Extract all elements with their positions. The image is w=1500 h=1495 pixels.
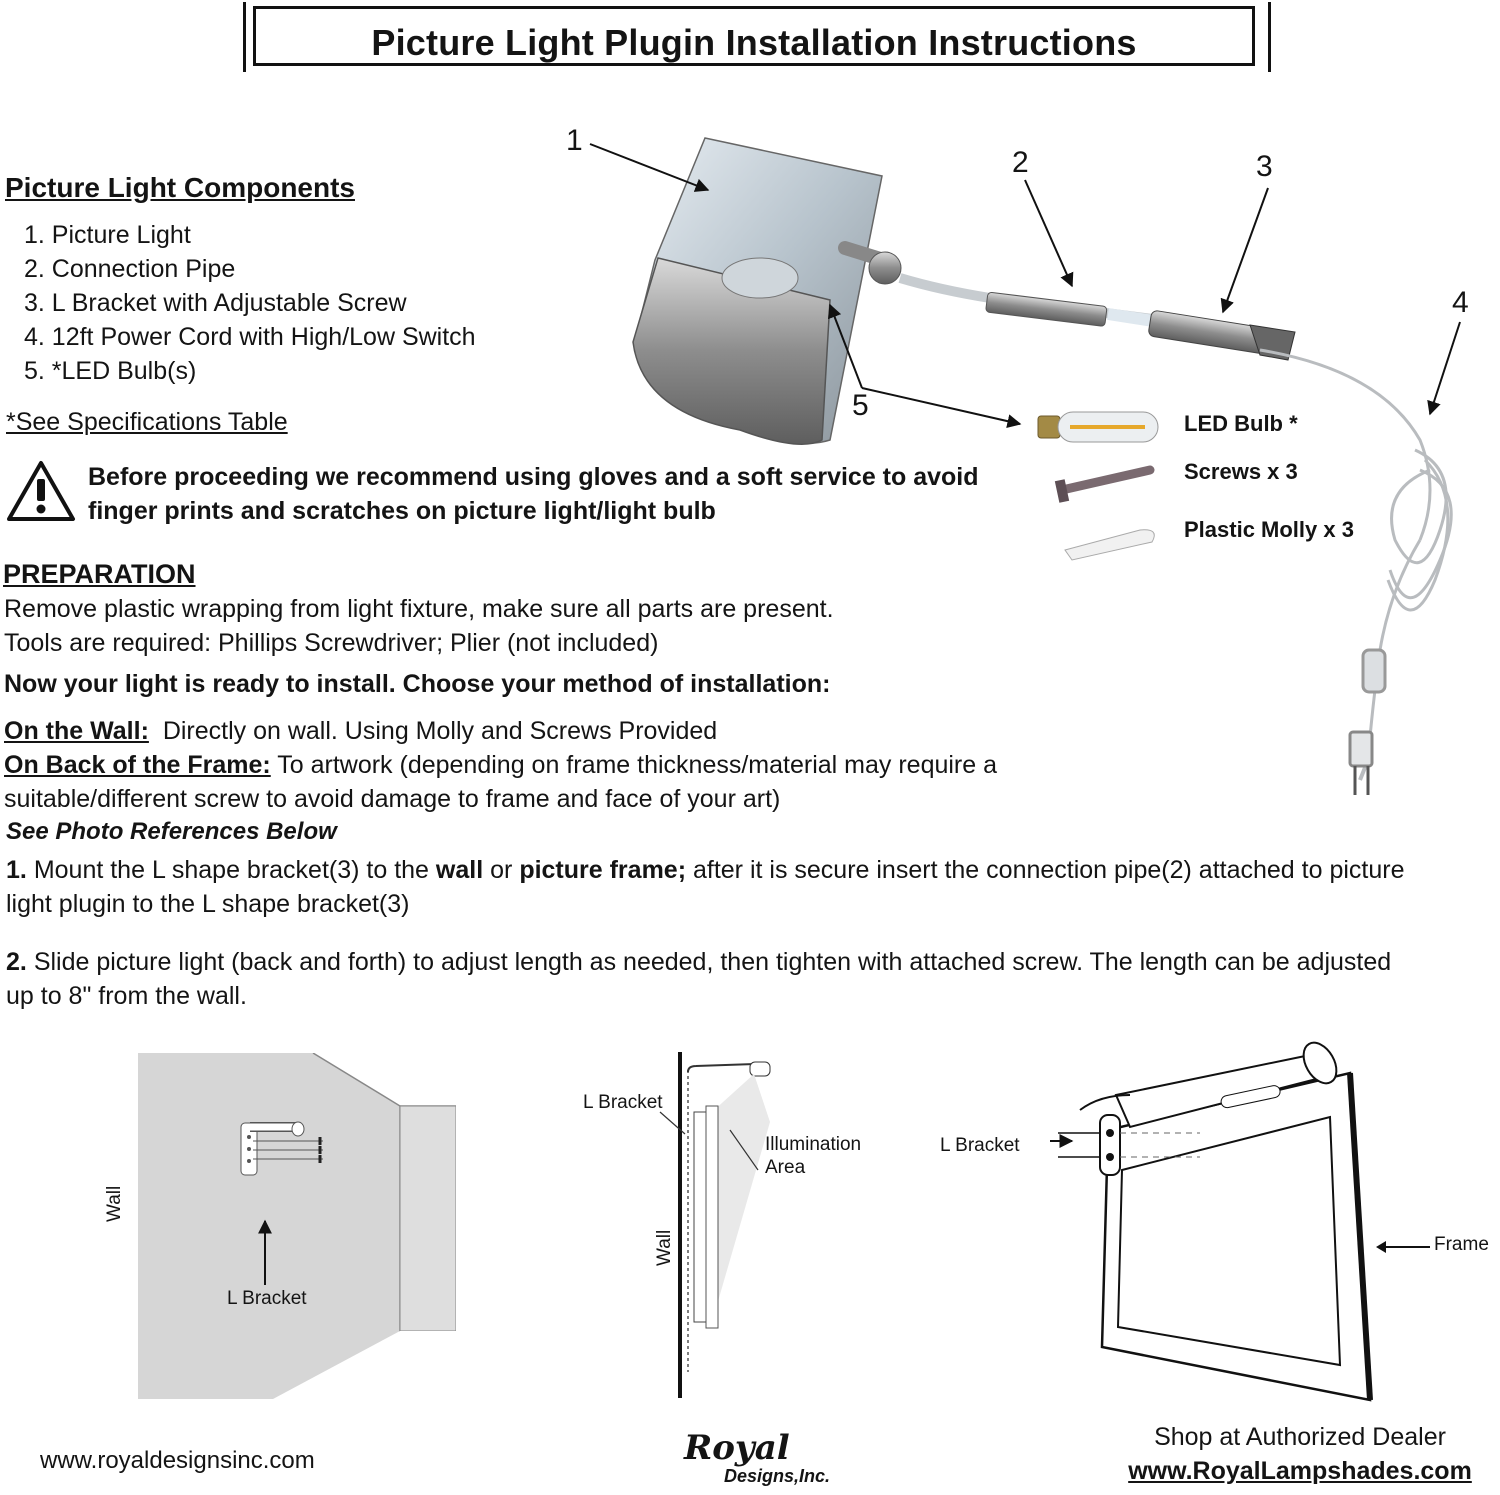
fig1-bracket-label: L Bracket	[227, 1288, 307, 1309]
callout-arrow-5b	[861, 387, 1022, 429]
l-bracket-icon	[240, 1121, 323, 1176]
figure-side-view	[659, 1052, 771, 1398]
dealer-text: Shop at Authorized Dealer	[1154, 1423, 1446, 1451]
fig2-area-label: Area	[765, 1157, 806, 1178]
component-item: 4. 12ft Power Cord with High/Low Switch	[24, 323, 476, 351]
step-1: 1. Mount the L shape bracket(3) to the w…	[6, 853, 1406, 921]
part-label: LED Bulb *	[1184, 411, 1298, 436]
step-text: after it is secure insert the connection…	[6, 856, 1405, 918]
step-emphasis: picture frame;	[519, 856, 687, 884]
method-frame-label: On Back of the Frame:	[4, 751, 271, 779]
figure-wall-mount	[138, 1053, 456, 1399]
preparation-line: Tools are required: Phillips Screwdriver…	[4, 629, 659, 657]
page-title: Picture Light Plugin Installation Instru…	[371, 22, 1137, 63]
fig3-frame-label: Frame	[1434, 1234, 1489, 1255]
callout-arrow-1	[589, 143, 710, 192]
callout-number: 3	[1256, 150, 1273, 183]
see-spec-link: *See Specifications Table	[6, 408, 288, 436]
fig1-wall-label: Wall	[104, 1185, 125, 1222]
warning-text: Before proceeding we recommend using glo…	[88, 463, 979, 525]
step-number: 1.	[6, 856, 27, 884]
fig3-bracket-label: L Bracket	[940, 1135, 1020, 1156]
logo-sub: Designs,Inc.	[724, 1466, 831, 1486]
callout-arrow-2	[1024, 179, 1074, 288]
title-frame: Picture Light Plugin Installation Instru…	[243, 2, 1271, 72]
component-item: 3. L Bracket with Adjustable Screw	[24, 289, 407, 317]
title-box: Picture Light Plugin Installation Instru…	[253, 6, 1255, 66]
fig2-illumination-label: Illumination	[765, 1134, 862, 1155]
led-bulb-icon	[1037, 411, 1159, 443]
see-photo-note: See Photo References Below	[6, 818, 337, 845]
warning-triangle-icon	[7, 461, 75, 521]
components-heading: Picture Light Components	[5, 172, 355, 203]
step-2: 2. Slide picture light (back and forth) …	[6, 945, 1406, 1013]
components-list: 1. Picture Light 2. Connection Pipe 3. L…	[24, 218, 476, 388]
method-frame: On Back of the Frame: To artwork (depend…	[4, 748, 1024, 816]
dealer-block: Shop at Authorized Dealer www.RoyalLamps…	[1100, 1420, 1500, 1488]
step-text: Mount the L shape bracket(3) to the	[33, 856, 429, 884]
product-diagram	[589, 137, 1461, 795]
logo-main: Royal	[684, 1428, 790, 1468]
power-cord	[1259, 348, 1453, 795]
plastic-molly-icon	[1064, 529, 1155, 561]
callout-arrow-4	[1427, 321, 1461, 416]
picture-light-shade	[632, 137, 883, 445]
callout-arrow-5a	[828, 303, 863, 389]
fig2-wall-label: Wall	[654, 1229, 675, 1266]
installation-methods: On the Wall: Directly on wall. Using Mol…	[4, 714, 1024, 816]
title-right-bar	[1268, 2, 1271, 72]
dealer-url[interactable]: www.RoyalLampshades.com	[1128, 1457, 1472, 1485]
callout-number: 2	[1012, 146, 1029, 179]
preparation-line: Remove plastic wrapping from light fixtu…	[4, 595, 834, 623]
method-wall: On the Wall: Directly on wall. Using Mol…	[4, 714, 1024, 748]
preparation-heading: PREPARATION	[3, 559, 196, 589]
callout-number: 4	[1452, 286, 1469, 319]
component-item: 1. Picture Light	[24, 221, 191, 249]
ready-heading: Now your light is ready to install. Choo…	[4, 670, 831, 698]
method-wall-label: On the Wall:	[4, 717, 149, 745]
preparation-body: Remove plastic wrapping from light fixtu…	[4, 592, 1004, 660]
fig2-bracket-label: L Bracket	[583, 1092, 663, 1113]
method-wall-text: Directly on wall. Using Molly and Screws…	[162, 717, 718, 745]
screw-icon	[1054, 465, 1155, 503]
step-text: Slide picture light (back and forth) to …	[6, 948, 1392, 1010]
method-frame-text: To artwork (depending on frame thickness…	[4, 751, 998, 813]
royal-designs-logo: Royal Designs,Inc.	[680, 1428, 840, 1492]
component-item: 5. *LED Bulb(s)	[24, 357, 197, 385]
figure-frame-mount	[1050, 1041, 1373, 1402]
frame-arrow	[1376, 1241, 1430, 1253]
callout-arrow-3	[1220, 187, 1269, 314]
website-text[interactable]: www.royaldesignsinc.com	[40, 1447, 315, 1474]
component-item: 2. Connection Pipe	[24, 255, 236, 283]
step-number: 2.	[6, 948, 27, 976]
part-label: Plastic Molly x 3	[1184, 517, 1354, 542]
step-text: or	[490, 856, 513, 884]
connection-pipe	[838, 241, 1161, 328]
part-label: Screws x 3	[1184, 459, 1298, 484]
callout-number: 5	[852, 389, 869, 422]
step-emphasis: wall	[435, 856, 484, 884]
title-left-bar	[243, 2, 246, 72]
callout-number: 1	[566, 124, 583, 157]
